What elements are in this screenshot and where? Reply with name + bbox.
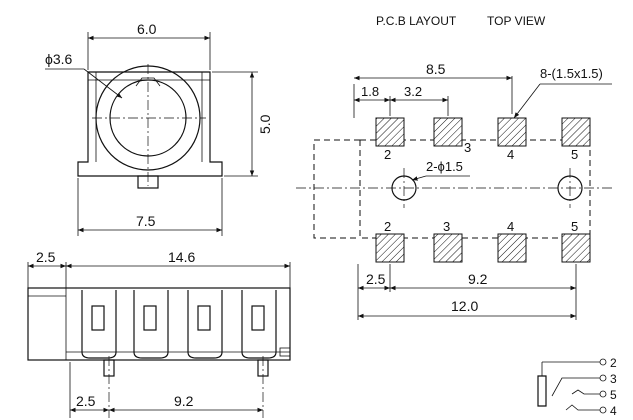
pcb-pad-offset-dim: 1.8 (361, 84, 379, 99)
pcb-top-pad-number: 5 (571, 147, 578, 162)
pcb-pad-top (497, 117, 527, 147)
side-length-dim: 14.6 (168, 249, 195, 265)
side-left-dim: 2.5 (36, 249, 56, 265)
side-bottom-pitch-dim: 9.2 (174, 393, 194, 409)
top-width-dim: 6.0 (137, 21, 157, 37)
side-bottom-left-dim: 2.5 (76, 393, 96, 409)
pcb-bottom-span-dim: 9.2 (468, 271, 488, 287)
pin-schematic: 2 3 5 4 (537, 356, 617, 418)
pcb-hole-spec: 2-ϕ1.5 (426, 159, 463, 174)
pcb-bottom-pad-number: 2 (384, 219, 391, 234)
pcb-bottom-pad-number: 5 (571, 219, 578, 234)
pcb-top-pad-number: 3 (464, 140, 471, 155)
pcb-layout: 2 3 4 5 2 3 4 5 8.5 1.8 3.2 8-(1.5x1.5) … (296, 61, 612, 320)
schematic-pin-label: 5 (610, 388, 617, 402)
top-view-body (77, 71, 223, 177)
side-contacts (81, 290, 291, 359)
top-base-width-dim: 7.5 (136, 213, 156, 229)
pcb-bottom-pad-number: 3 (443, 219, 450, 234)
pcb-bottom-pad-number: 4 (507, 219, 514, 234)
pcb-span-dim: 8.5 (426, 61, 446, 77)
top-view: 6.0 ϕ3.6 5.0 7.5 (45, 21, 273, 236)
pcb-bottom-left-dim: 2.5 (366, 271, 386, 287)
pcb-pad-top (433, 117, 463, 147)
pcb-pad-bottom (433, 233, 463, 263)
pcb-pad-spec: 8-(1.5x1.5) (540, 66, 603, 81)
top-height-dim: 5.0 (257, 114, 273, 134)
top-view-label: TOP VIEW (487, 14, 546, 28)
top-hole-dia-dim: ϕ3.6 (45, 51, 73, 67)
pcb-pad-pitch-dim: 3.2 (404, 84, 422, 99)
top-view-pin-nub (137, 175, 159, 189)
pcb-outline (313, 139, 591, 239)
side-view-body (27, 287, 291, 361)
pcb-pad-bottom (497, 233, 527, 263)
schematic-pin-label: 4 (610, 404, 617, 418)
schematic-pin-label: 3 (610, 372, 617, 386)
pcb-pad-bottom (375, 233, 405, 263)
pcb-overall-dim: 12.0 (451, 298, 478, 314)
side-view: 2.5 14.6 2.5 9.2 (27, 249, 291, 418)
pcb-pad-top (561, 117, 591, 147)
pcb-pad-top (375, 117, 405, 147)
pcb-top-pad-number: 4 (507, 147, 514, 162)
schematic-pin-label: 2 (610, 356, 617, 370)
pcb-pad-bottom (561, 233, 591, 263)
pcb-layout-label: P.C.B LAYOUT (376, 14, 457, 28)
header: P.C.B LAYOUT TOP VIEW (376, 14, 546, 28)
pcb-top-pad-number: 2 (384, 147, 391, 162)
